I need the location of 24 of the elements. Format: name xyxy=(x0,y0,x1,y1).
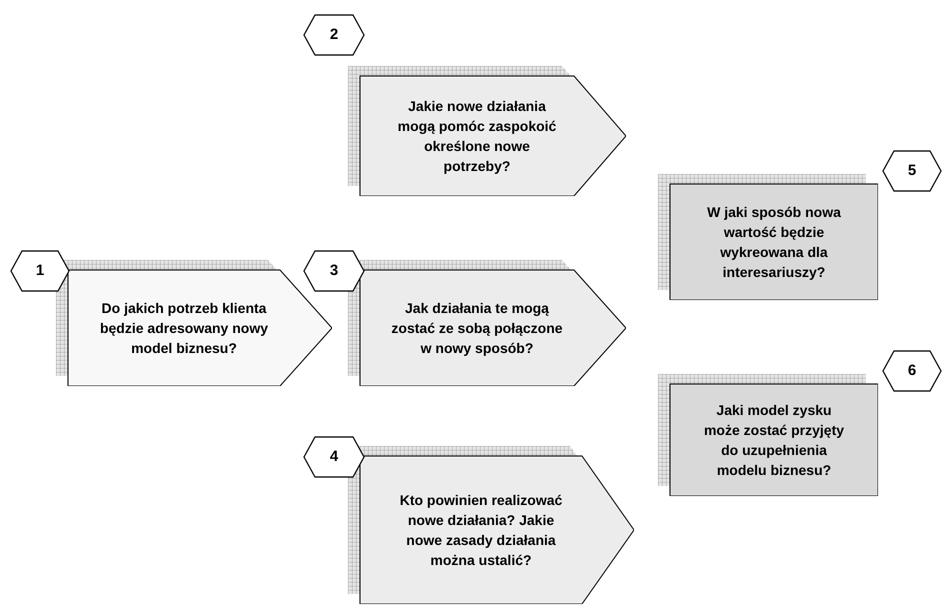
question-text: Jaki model zysku może zostać przyjęty do uzupełnienia modelu biznesu? xyxy=(702,401,846,480)
step-number: 4 xyxy=(330,447,338,467)
step-number: 6 xyxy=(908,361,916,381)
step-number-hexagon xyxy=(882,150,942,192)
arrow-shaped-box xyxy=(348,66,626,196)
question-box xyxy=(658,374,878,496)
arrow-shaped-box xyxy=(348,446,634,604)
step-number-hexagon xyxy=(882,350,942,392)
step-number: 2 xyxy=(330,25,338,45)
question-text: W jaki sposób nowa wartość będzie wykreowana dla interesariuszy? xyxy=(706,203,842,282)
arrow-shaped-box xyxy=(348,260,626,386)
step-number: 3 xyxy=(330,261,338,281)
question-box xyxy=(658,174,878,300)
question-text: Kto powinien realizować nowe działania? Jakie nowe zasady działania można ustalić? xyxy=(398,491,564,570)
arrow-shaped-box xyxy=(56,260,332,386)
step-number-hexagon xyxy=(303,436,365,478)
step-number-hexagon xyxy=(303,250,365,292)
step-number-hexagon xyxy=(10,250,70,292)
step-number: 5 xyxy=(908,161,916,181)
question-text: Jakie nowe działania mogą pomóc zaspokoić określone nowe potrzeby? xyxy=(396,97,558,176)
question-text: Jak działania te mogą zostać ze sobą połączone w nowy sposób? xyxy=(390,299,564,358)
step-number-hexagon xyxy=(303,14,365,56)
step-number: 1 xyxy=(36,261,44,281)
question-text: Do jakich potrzeb klienta będzie adresowany nowy model biznesu? xyxy=(98,299,270,358)
